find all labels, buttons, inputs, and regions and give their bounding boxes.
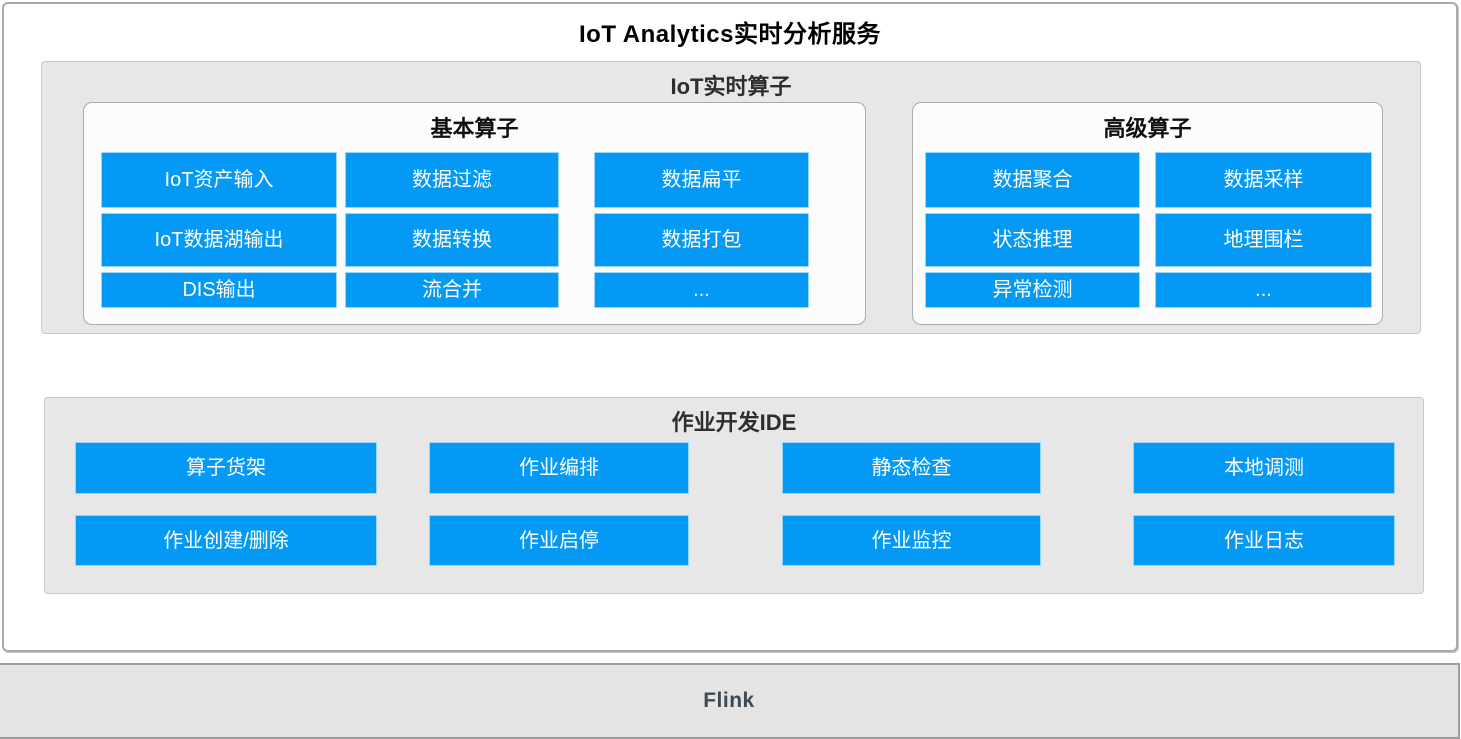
basic-operator-block: 数据过滤 — [345, 152, 559, 208]
realtime-operators-panel: IoT实时算子 基本算子 IoT资产输入 数据过滤 数据扁平 IoT数据湖输出 … — [41, 61, 1421, 334]
ide-feature-block: 作业启停 — [429, 515, 689, 566]
ide-feature-block: 算子货架 — [75, 442, 377, 494]
ide-feature-block: 作业编排 — [429, 442, 689, 494]
ide-feature-block: 本地调测 — [1133, 442, 1395, 494]
advanced-operator-block: 异常检测 — [925, 272, 1140, 308]
service-container: IoT Analytics实时分析服务 IoT实时算子 基本算子 IoT资产输入… — [2, 2, 1458, 652]
advanced-operator-block: 数据聚合 — [925, 152, 1140, 208]
basic-operators-title: 基本算子 — [430, 116, 519, 141]
advanced-operator-block-more: ... — [1155, 272, 1372, 308]
basic-operator-block: IoT数据湖输出 — [101, 213, 337, 267]
ide-feature-block: 静态检查 — [782, 442, 1041, 494]
basic-operator-block: DIS输出 — [101, 272, 337, 308]
basic-operator-block: 数据转换 — [345, 213, 559, 267]
ide-feature-block: 作业日志 — [1133, 515, 1395, 566]
job-ide-panel: 作业开发IDE 算子货架 作业编排 静态检查 本地调测 作业创建/删除 作业启停… — [44, 397, 1424, 594]
ide-feature-block: 作业创建/删除 — [75, 515, 377, 566]
ide-panel-title: 作业开发IDE — [671, 410, 797, 435]
advanced-operator-block: 数据采样 — [1155, 152, 1372, 208]
basic-operator-block: IoT资产输入 — [101, 152, 337, 208]
basic-operator-block: 流合并 — [345, 272, 559, 308]
ide-feature-block: 作业监控 — [782, 515, 1041, 566]
basic-operator-block: 数据扁平 — [594, 152, 809, 208]
advanced-operators-box: 高级算子 数据聚合 数据采样 状态推理 地理围栏 异常检测 ... — [912, 102, 1383, 325]
flink-label: Flink — [703, 689, 755, 712]
basic-operators-box: 基本算子 IoT资产输入 数据过滤 数据扁平 IoT数据湖输出 数据转换 数据打… — [83, 102, 866, 325]
operators-panel-title: IoT实时算子 — [670, 74, 792, 99]
basic-operator-block-more: ... — [594, 272, 809, 308]
advanced-operators-title: 高级算子 — [1103, 116, 1192, 141]
diagram-title: IoT Analytics实时分析服务 — [579, 21, 881, 48]
flink-runtime-bar: Flink — [0, 663, 1460, 739]
basic-operator-block: 数据打包 — [594, 213, 809, 267]
advanced-operator-block: 地理围栏 — [1155, 213, 1372, 267]
advanced-operator-block: 状态推理 — [925, 213, 1140, 267]
